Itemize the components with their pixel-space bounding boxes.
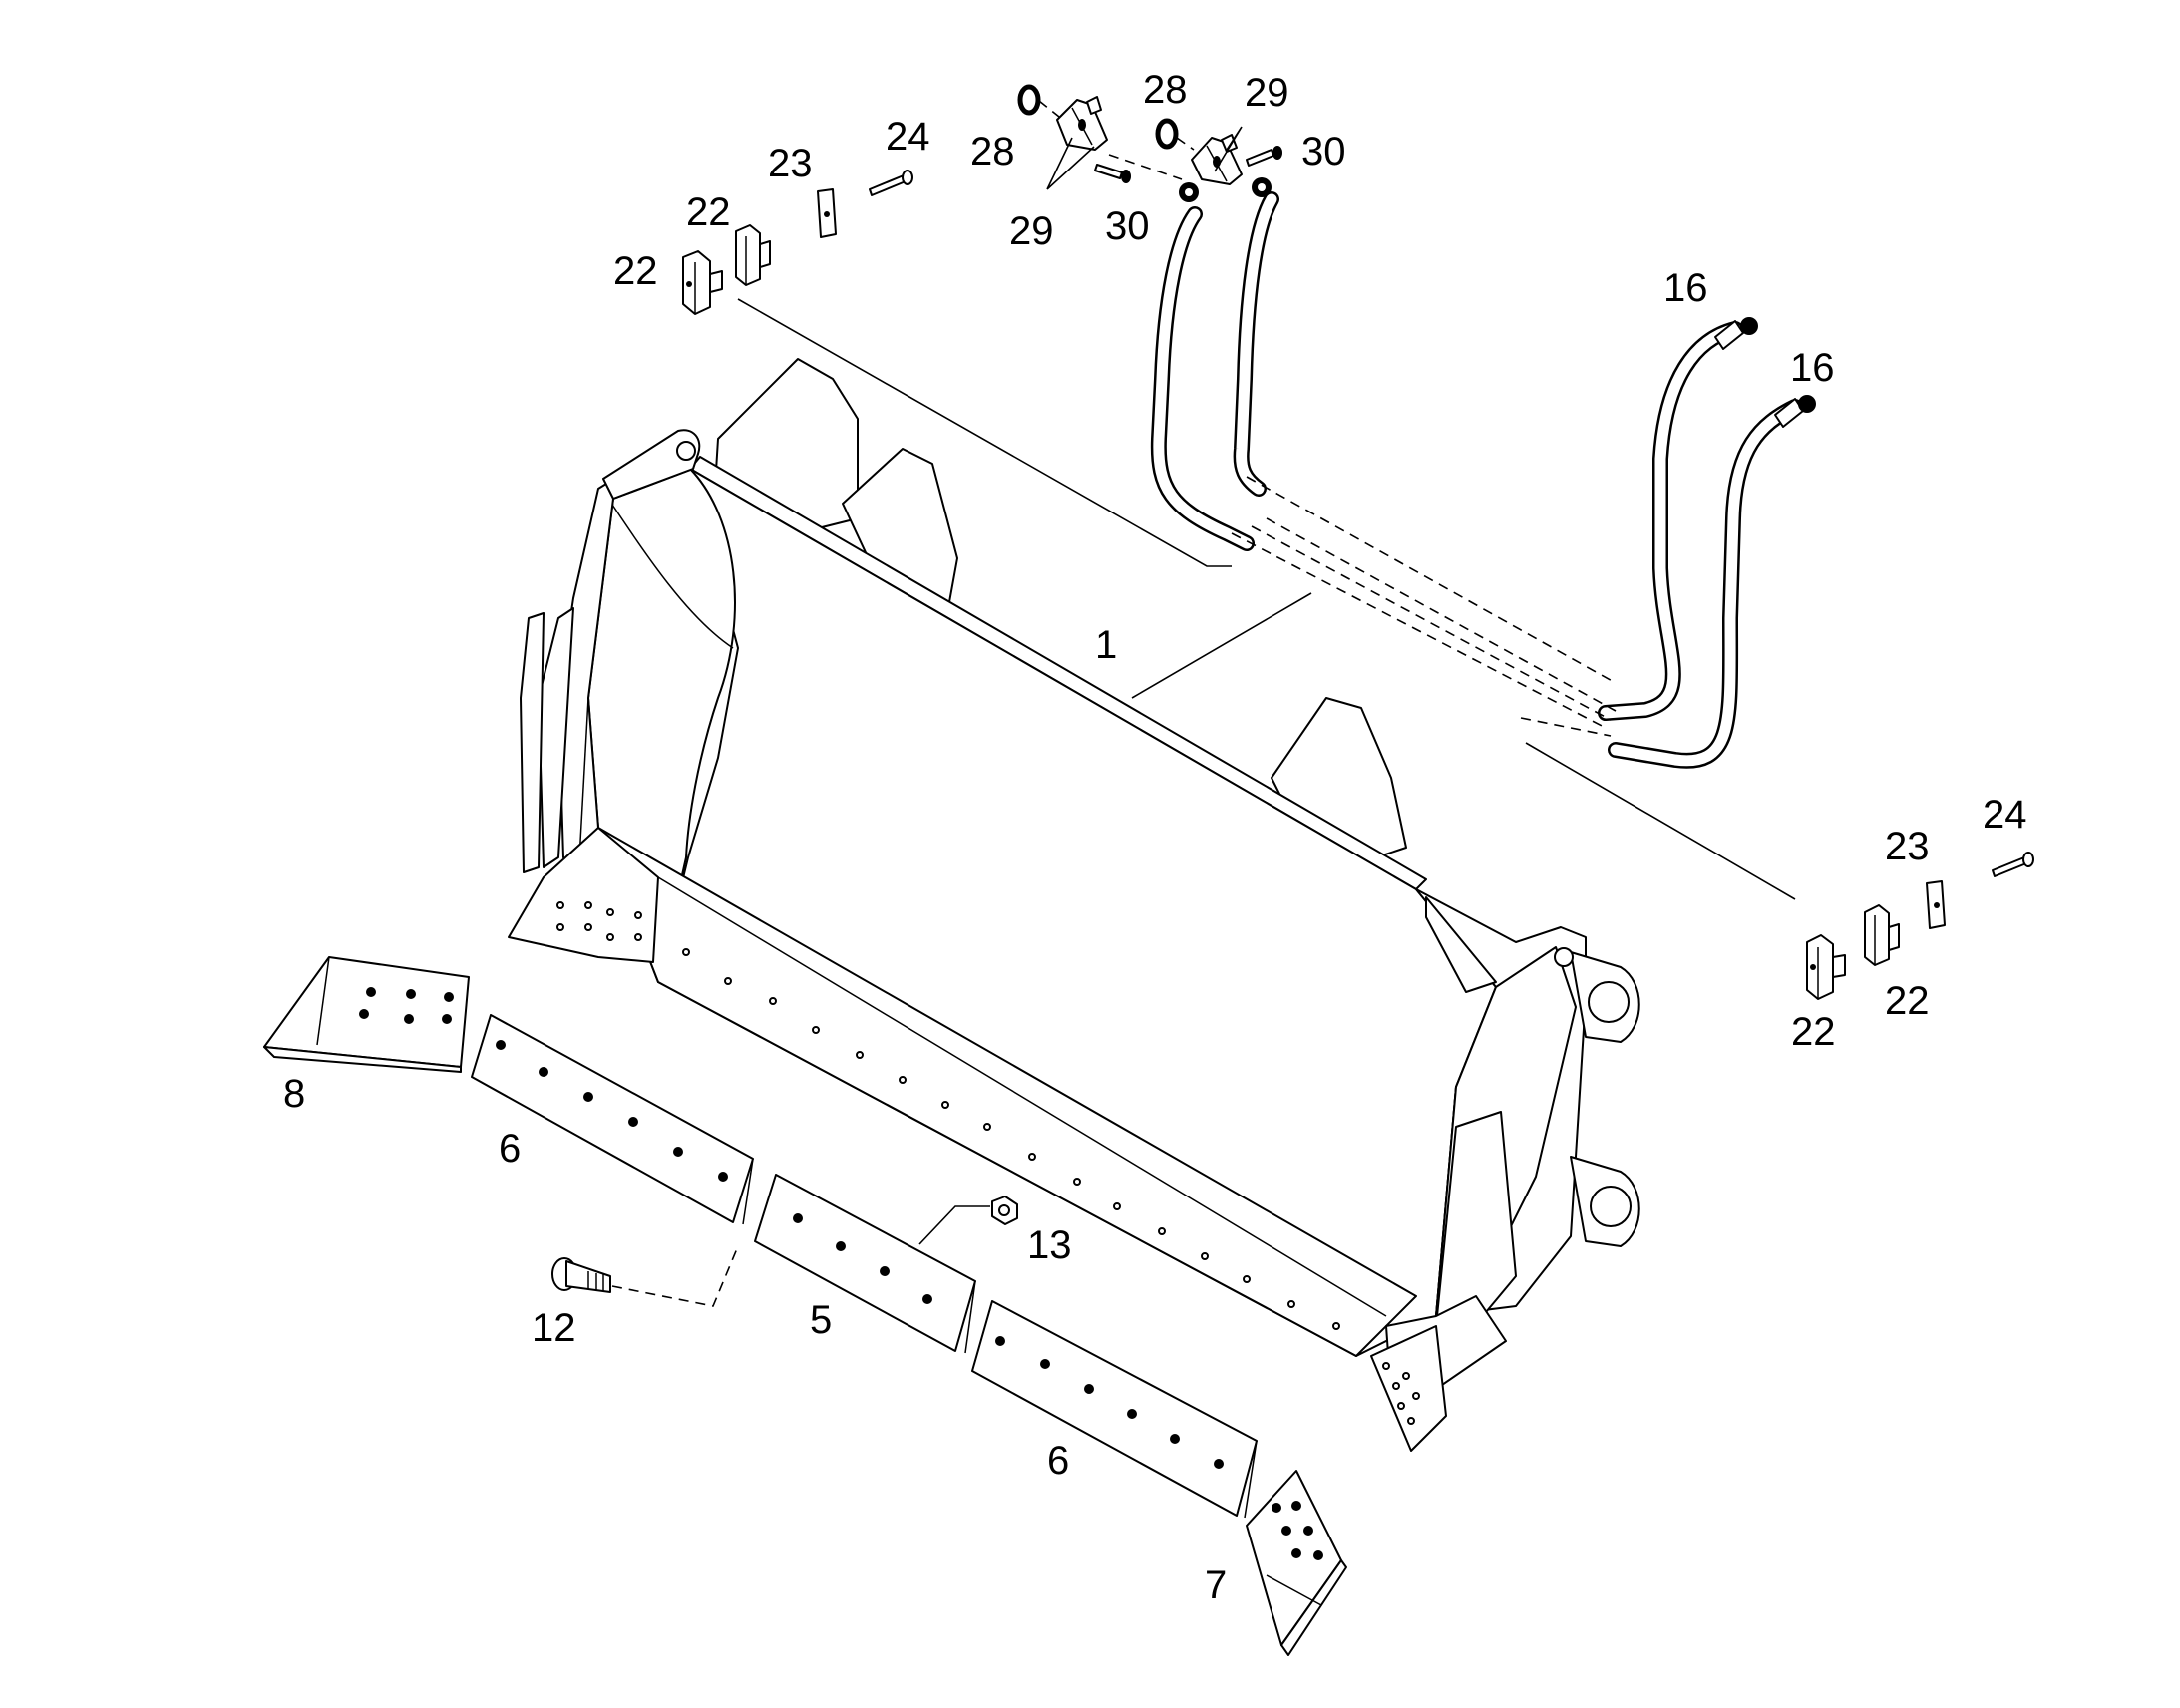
o-ring-28-right bbox=[1155, 118, 1179, 150]
cutting-edge-segment-6-right bbox=[971, 1300, 1258, 1519]
hose-fitting-16-upper bbox=[1714, 317, 1758, 350]
corner-tooth-left-8 bbox=[263, 956, 470, 1073]
callout-13: 13 bbox=[1027, 1223, 1072, 1267]
plate-23-left bbox=[817, 188, 837, 238]
hose-fitting-16-lower bbox=[1774, 395, 1816, 428]
hose-guard-dashed bbox=[1231, 476, 1617, 737]
spacer-block-22-left-b bbox=[735, 224, 771, 286]
screw-30-left bbox=[1094, 164, 1131, 183]
spacer-block-22-right-b bbox=[1864, 904, 1900, 966]
callout-28-right: 28 bbox=[1143, 68, 1188, 112]
callout-30-right: 30 bbox=[1301, 130, 1346, 173]
cutting-edge-bolt-holes bbox=[556, 901, 1420, 1425]
screw-30-right bbox=[1246, 146, 1282, 167]
callout-12: 12 bbox=[532, 1306, 576, 1350]
spacer-block-22-right-a bbox=[1806, 934, 1846, 1000]
callout-7: 7 bbox=[1205, 1563, 1227, 1607]
callout-28-left: 28 bbox=[970, 130, 1015, 173]
callout-5: 5 bbox=[810, 1298, 832, 1342]
callout-22-right-b: 22 bbox=[1885, 979, 1930, 1023]
callout-23-left: 23 bbox=[768, 142, 813, 185]
callout-29-right: 29 bbox=[1245, 71, 1289, 115]
callout-1: 1 bbox=[1095, 623, 1117, 667]
corner-tooth-right-7 bbox=[1246, 1470, 1347, 1656]
cutting-edge-segment-5-middle bbox=[754, 1174, 976, 1354]
callout-23-right: 23 bbox=[1885, 825, 1930, 868]
leader-lines bbox=[611, 100, 1796, 1307]
cutting-edge-segment-6-left bbox=[471, 1014, 754, 1225]
callout-16-upper: 16 bbox=[1663, 266, 1708, 310]
flange-clamp-29-left bbox=[1056, 96, 1108, 151]
o-ring-28-left bbox=[1017, 84, 1041, 116]
spacer-block-22-left-a bbox=[682, 250, 723, 315]
callout-6-left: 6 bbox=[499, 1127, 521, 1171]
hydraulic-hose-left-pair bbox=[1150, 191, 1279, 551]
bolt-24-right bbox=[1992, 852, 2034, 877]
nut-13 bbox=[991, 1196, 1018, 1225]
plate-23-right bbox=[1926, 880, 1946, 929]
callout-24-right: 24 bbox=[1983, 793, 2027, 837]
callout-30-left: 30 bbox=[1105, 204, 1150, 248]
flange-clamp-29-right bbox=[1191, 134, 1243, 185]
loader-bucket bbox=[508, 358, 1640, 1452]
callout-22-right-a: 22 bbox=[1791, 1010, 1836, 1054]
callout-labels: 1 5 6 6 7 8 12 13 16 16 22 22 22 22 23 2… bbox=[283, 68, 2027, 1607]
bolt-24-left bbox=[869, 170, 913, 196]
callout-29-left: 29 bbox=[1009, 209, 1054, 253]
callout-16-lower: 16 bbox=[1790, 346, 1835, 390]
bolt-12 bbox=[551, 1257, 611, 1293]
callout-22-left-b: 22 bbox=[686, 190, 731, 234]
hydraulic-hose-right-pair bbox=[1598, 321, 1803, 769]
callout-8: 8 bbox=[283, 1072, 305, 1116]
callout-6-right: 6 bbox=[1047, 1439, 1069, 1483]
callout-22-left-a: 22 bbox=[613, 249, 658, 293]
callout-24-left: 24 bbox=[886, 115, 930, 159]
hose-fittings-top bbox=[1179, 177, 1272, 202]
